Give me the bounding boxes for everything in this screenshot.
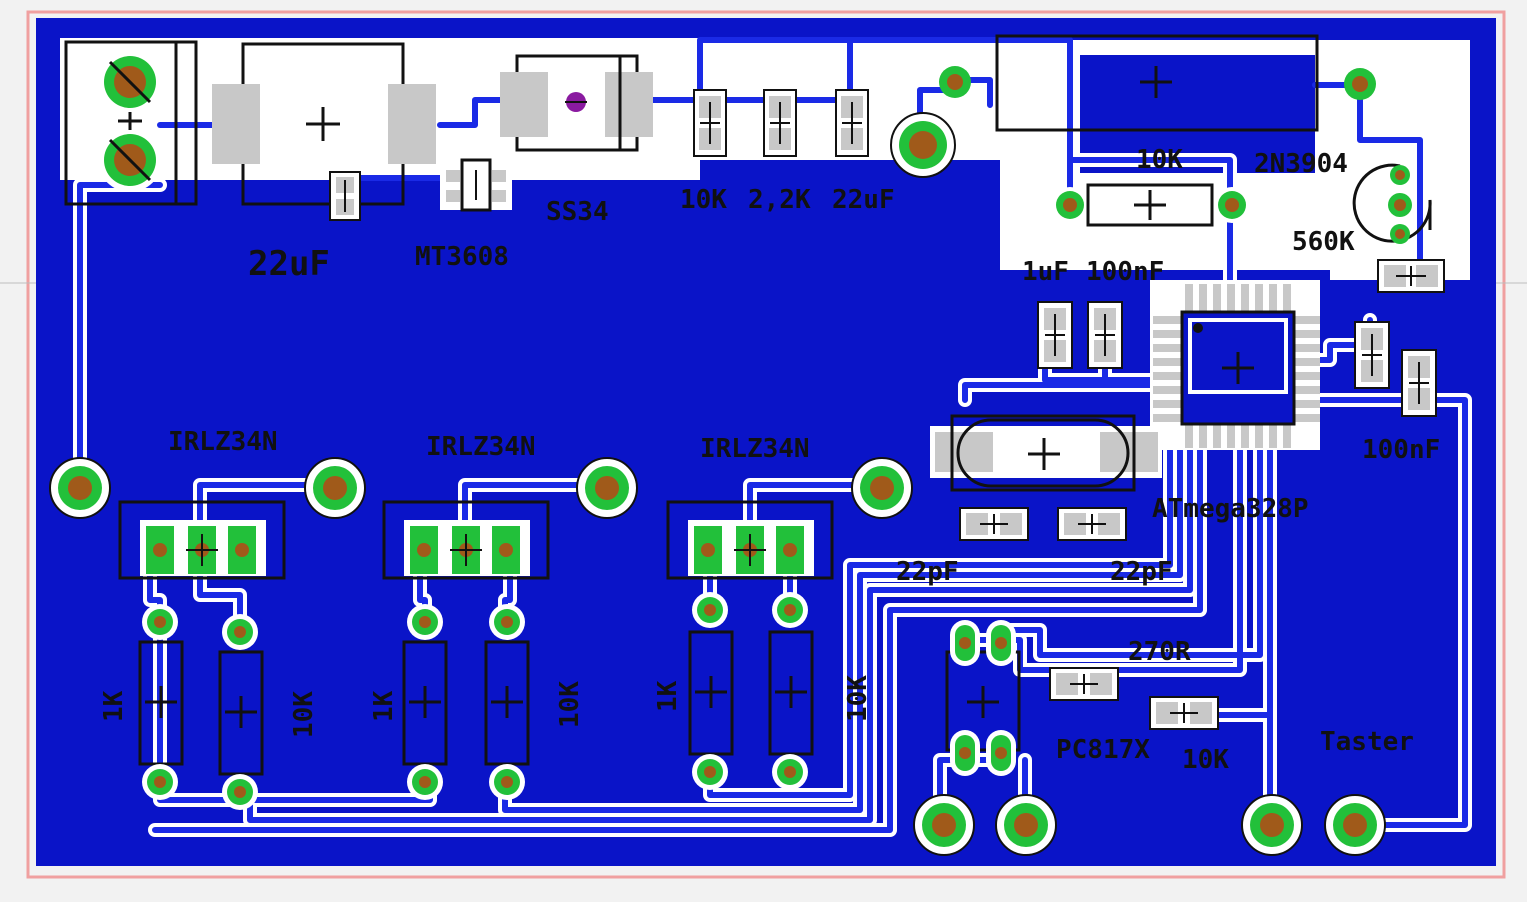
label-r-1k-1: 1K xyxy=(99,690,129,722)
label-r-1k-3: 1K xyxy=(653,680,683,712)
screw-terminal-input xyxy=(64,40,198,206)
copper-island-right xyxy=(1280,470,1450,800)
mosfet-2 xyxy=(382,500,550,580)
mosfet-1 xyxy=(118,500,286,580)
label-r-10k-2: 10K xyxy=(555,681,585,728)
silkscreen-labels: 22uF MT3608 SS34 10K 2,2K 22uF 10K 2N390… xyxy=(99,145,1440,775)
transistor-2n3904 xyxy=(1352,163,1432,244)
label-r-10k-1: 10K xyxy=(289,691,319,738)
label-r-10k-opto: 10K xyxy=(1182,745,1229,775)
smd-row-top xyxy=(693,89,869,157)
label-r-1k-2: 1K xyxy=(369,690,399,722)
label-r-10k-top: 10K xyxy=(680,185,727,215)
regulator-mt3608 xyxy=(440,158,512,212)
capacitor-1uf-100nf xyxy=(1037,301,1123,369)
capacitor-small-a xyxy=(329,171,361,221)
pad-tht-top xyxy=(890,66,971,178)
label-r-10k-upper: 10K xyxy=(1136,145,1183,175)
output-pads xyxy=(49,457,913,519)
mosfet-3 xyxy=(666,500,834,580)
label-cap-100nf-a: 100nF xyxy=(1086,257,1164,287)
label-button: Taster xyxy=(1320,727,1414,757)
label-r-560k: 560K xyxy=(1292,227,1355,257)
capacitor-100nf-right xyxy=(1354,321,1437,417)
diode-ss34 xyxy=(500,54,653,152)
label-r-2k2: 2,2K xyxy=(748,185,811,215)
module-top-right xyxy=(995,34,1376,132)
capacitor-22pf xyxy=(959,507,1127,541)
label-transistor: 2N3904 xyxy=(1254,149,1348,179)
resistor-10k-upper xyxy=(1052,183,1250,227)
resistor-560k xyxy=(1377,259,1445,293)
optocoupler-pc817 xyxy=(945,620,1021,776)
label-mosfet-2: IRLZ34N xyxy=(426,432,536,462)
board-edge xyxy=(26,10,1506,879)
crystal xyxy=(930,414,1162,492)
label-reg: MT3608 xyxy=(415,242,509,272)
label-opto: PC817X xyxy=(1056,735,1150,765)
label-mosfet-3: IRLZ34N xyxy=(700,434,810,464)
label-cap-input: 22uF xyxy=(248,244,330,284)
label-mcu: ATmega328P xyxy=(1152,494,1309,524)
mcu-atmega328p xyxy=(1150,280,1320,450)
label-diode: SS34 xyxy=(546,197,609,227)
label-cap-1uf: 1uF xyxy=(1022,257,1069,287)
label-r-270: 270R xyxy=(1128,637,1191,667)
resistors-opto-smd xyxy=(1049,667,1219,730)
capacitor-input-22uf xyxy=(212,42,436,206)
label-cap-22pf-a: 22pF xyxy=(896,557,959,587)
label-cap-out: 22uF xyxy=(832,185,895,215)
bottom-pads xyxy=(913,794,1386,856)
label-mosfet-1: IRLZ34N xyxy=(168,427,278,457)
label-cap-100nf-b: 100nF xyxy=(1362,435,1440,465)
resistors-gate xyxy=(138,592,814,810)
label-r-10k-3: 10K xyxy=(843,675,873,722)
label-cap-22pf-b: 22pF xyxy=(1110,557,1173,587)
